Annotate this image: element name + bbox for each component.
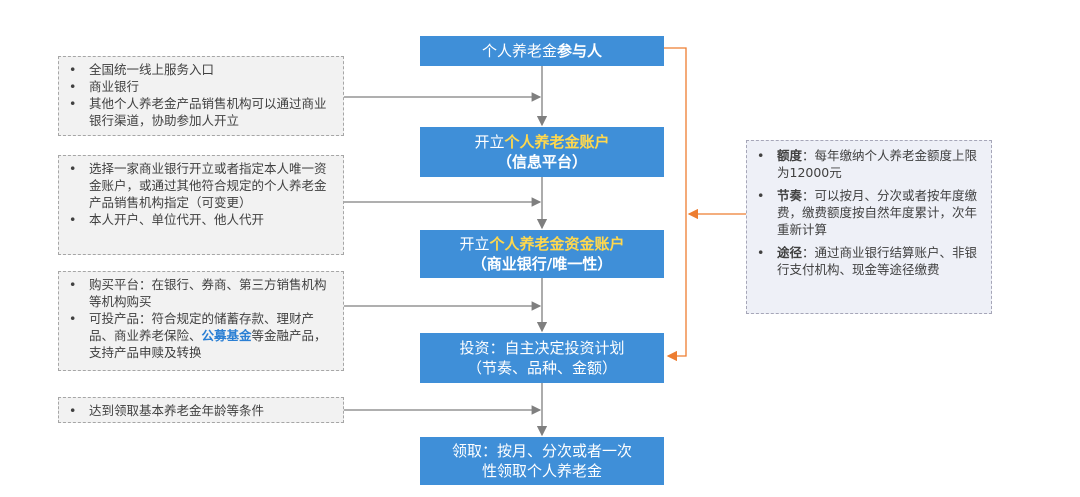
rule-rhythm: 节奏：可以按月、分次或者按年度缴费，缴费额度按自然年度累计，次年重新计算	[755, 187, 983, 238]
step-open-account: 开立个人养老金账户 （信息平台）	[420, 127, 664, 177]
side-bracket	[664, 47, 687, 362]
note-item: 可投产品：符合规定的储蓄存款、理财产品、商业养老保险、公募基金等金融产品，支持产…	[67, 310, 337, 361]
note-item: 其他个人养老金产品销售机构可以通过商业银行渠道，协助参加人开立	[67, 95, 337, 129]
step-open-fund-account: 开立个人养老金资金账户 （商业银行/唯一性）	[420, 230, 664, 278]
note-account-opening: 选择一家商业银行开立或者指定本人唯一资金账户，或通过其他符合规定的个人养老金产品…	[58, 155, 344, 255]
rule-channel: 途径：通过商业银行结算账户、非银行支付机构、现金等途径缴费	[755, 244, 983, 278]
step-open-account-line2: （信息平台）	[496, 153, 587, 171]
note-item: 购买平台：在银行、券商、第三方销售机构等机构购买	[67, 276, 337, 310]
note-item: 达到领取基本养老金年龄等条件	[67, 402, 337, 419]
step-participant-prefix: 个人养老金	[481, 42, 557, 60]
note-item: 商业银行	[67, 78, 337, 95]
step-withdraw-line1: 领取：按月、分次或者一次	[451, 442, 632, 460]
step-open-fund-account-prefix: 开立	[459, 235, 490, 253]
note-item: 全国统一线上服务入口	[67, 61, 337, 78]
rule-quota: 额度：每年缴纳个人养老金额度上限为12000元	[755, 147, 983, 181]
note-investment: 购买平台：在银行、券商、第三方销售机构等机构购买 可投产品：符合规定的储蓄存款、…	[58, 271, 344, 371]
note-withdraw-condition: 达到领取基本养老金年龄等条件	[58, 397, 344, 423]
step-participant-bold: 参与人	[557, 42, 603, 60]
step-withdraw: 领取：按月、分次或者一次 性领取个人养老金	[420, 437, 664, 485]
note-item: 本人开户、单位代开、他人代开	[67, 211, 337, 228]
step-open-account-highlight: 个人养老金账户	[504, 133, 610, 151]
fund-highlight: 公募基金	[201, 328, 252, 343]
note-item: 选择一家商业银行开立或者指定本人唯一资金账户，或通过其他符合规定的个人养老金产品…	[67, 160, 337, 211]
step-open-account-prefix: 开立	[474, 133, 505, 151]
step-open-fund-account-highlight: 个人养老金资金账户	[489, 235, 625, 253]
step-participant: 个人养老金参与人	[420, 36, 664, 66]
step-open-fund-account-line2: （商业银行/唯一性）	[471, 255, 613, 273]
contribution-rules-panel: 额度：每年缴纳个人养老金额度上限为12000元 节奏：可以按月、分次或者按年度缴…	[746, 140, 992, 314]
step-withdraw-line2: 性领取个人养老金	[481, 462, 602, 480]
step-invest-line1: 投资：自主决定投资计划	[459, 339, 625, 357]
note-participant-channels: 全国统一线上服务入口 商业银行 其他个人养老金产品销售机构可以通过商业银行渠道，…	[58, 56, 344, 136]
step-invest: 投资：自主决定投资计划 （节奏、品种、金额）	[420, 333, 664, 383]
step-invest-line2: （节奏、品种、金额）	[466, 359, 617, 377]
